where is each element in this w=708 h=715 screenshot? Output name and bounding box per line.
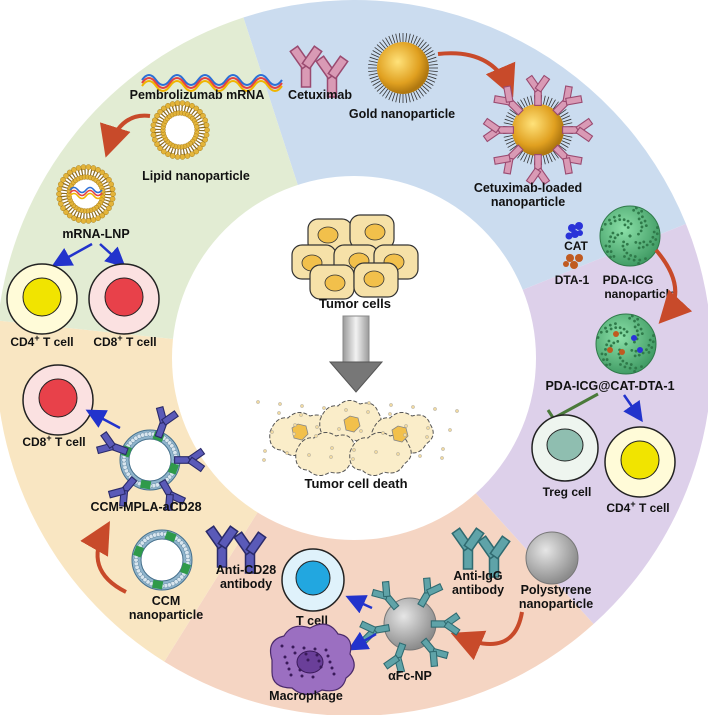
label-cd4-plus: +: [34, 333, 39, 343]
label-dta1: DTA-1: [555, 273, 590, 287]
cetuximab-antibody-icon: [289, 45, 349, 98]
anti-cd28-antibody-icon: [205, 525, 267, 574]
treg-cell-icon: [531, 414, 599, 482]
ccm-nanoparticle-icon: [131, 529, 193, 591]
ccm-mpla-acd28-icon: [96, 406, 206, 511]
cd4-t-cell-icon: [6, 263, 78, 335]
anti-igg-antibody-icon: [451, 527, 511, 578]
label-cd8-t-cell-top: CD8+ T cell: [93, 333, 156, 349]
pda-icg-cat-dta1-icon: [595, 313, 657, 375]
label-tumor-cells: Tumor cells: [319, 296, 391, 311]
label-cd8-t-cell-left: CD8+ T cell: [22, 433, 85, 449]
afc-nanoparticle-icon: [359, 577, 461, 674]
cetuximab-loaded-nanoparticle-icon: [482, 74, 594, 186]
lipid-nanoparticle-icon: [150, 100, 210, 160]
label-ccm-line2: nanoparticle: [129, 608, 203, 622]
label-afc-np: αFc-NP: [388, 669, 432, 683]
cat-enzyme-icon: [565, 222, 583, 240]
label-ccm-line1: CCM: [152, 594, 180, 608]
label-treg-cell: Treg cell: [543, 485, 592, 499]
tumor-cells-icon: [291, 214, 419, 300]
label-cd4r-prefix: CD4: [606, 501, 630, 515]
arrow-pda-to-loaded: [654, 248, 693, 324]
label-anti-igg-line2: antibody: [452, 583, 504, 597]
label-lipid-nanoparticle: Lipid nanoparticle: [142, 169, 250, 183]
cd8-t-cell-icon: [88, 263, 160, 335]
tumor-cell-death-icon: [256, 400, 459, 476]
arrow-lnp-to-cd8: [99, 243, 126, 268]
label-pda-icg-line1: PDA-ICG: [603, 273, 654, 287]
gold-nanoparticle-icon: [368, 33, 438, 103]
label-pda-icg-cat-dta1: PDA-ICG@CAT-DTA-1: [545, 379, 674, 393]
label-cd4-suffix: T cell: [40, 335, 74, 349]
macrophage-icon: [269, 623, 355, 696]
down-arrow-icon: [328, 315, 384, 393]
pda-icg-nanoparticle-icon: [599, 205, 661, 267]
polystyrene-nanoparticle-icon: [525, 531, 579, 585]
label-cetuximab-loaded-line2: nanoparticle: [491, 195, 565, 209]
label-macrophage: Macrophage: [269, 689, 343, 703]
arrow-ccm-to-cd8: [85, 409, 121, 430]
label-anti-igg-line1: Anti-IgG: [453, 569, 502, 583]
arrow-lnp-to-cd4: [51, 242, 93, 267]
label-cd4-prefix: CD4: [10, 335, 34, 349]
arrow-afcnp-to-macrophage: [347, 631, 377, 651]
label-cd8l-plus: +: [46, 433, 51, 443]
mrna-lnp-icon: [56, 164, 116, 224]
label-polystyrene-line1: Polystyrene: [521, 583, 592, 597]
arrow-polystyrene-to-afcnp: [450, 611, 524, 661]
label-cd8-prefix: CD8: [93, 335, 117, 349]
mrna-strand-icon: [141, 74, 283, 92]
label-cd4-t-cell-right: CD4+ T cell: [606, 499, 669, 515]
label-gold-nanoparticle: Gold nanoparticle: [349, 107, 455, 121]
dta1-antibody-icon: [563, 254, 583, 269]
pda-icg-section: CAT DTA-1 PDA-ICG nanoparticle PDA-ICG@C…: [531, 205, 693, 515]
label-cetuximab-loaded-line1: Cetuximab-loaded: [474, 181, 582, 195]
label-cd8l-suffix: T cell: [52, 435, 86, 449]
label-cetuximab: Cetuximab: [288, 88, 352, 102]
label-tumor-cell-death: Tumor cell death: [304, 476, 407, 491]
cetuximab-section: Cetuximab Gold nanoparticle Cetuximab-lo…: [288, 33, 594, 209]
tumor-center: Tumor cells Tumor cell death: [256, 214, 459, 491]
label-anti-cd28-line2: antibody: [220, 577, 272, 591]
label-ccm-mpla-acd28: CCM-MPLA-aCD28: [90, 500, 201, 514]
label-cd4-t-cell-top: CD4+ T cell: [10, 333, 73, 349]
label-pda-icg-line2: nanoparticle: [604, 287, 676, 301]
label-cat: CAT: [564, 239, 588, 253]
label-cd8-plus: +: [117, 333, 122, 343]
label-polystyrene-line2: nanoparticle: [519, 597, 593, 611]
label-pembrolizumab-mrna: Pembrolizumab mRNA: [130, 88, 265, 102]
label-cd8l-prefix: CD8: [22, 435, 46, 449]
arrow-ccm-to-loaded: [80, 521, 127, 594]
label-mrna-lnp: mRNA-LNP: [62, 227, 129, 241]
afc-np-section: Anti-IgG antibody Polystyrene nanopartic…: [269, 527, 593, 703]
arrow-gold-to-loaded: [437, 51, 516, 98]
label-cd4r-plus: +: [630, 499, 635, 509]
arrow-mrna-to-lnp: [99, 113, 151, 158]
t-cell-icon: [281, 548, 345, 612]
mrna-lnp-section: Pembrolizumab mRNA Lipid nanoparticle mR…: [6, 74, 283, 349]
cd4-t-cell-right-icon: [604, 426, 676, 498]
ccm-section: CD8+ T cell CCM-MPLA-aCD28 CCM nanoparti…: [22, 364, 276, 622]
label-cd4r-suffix: T cell: [636, 501, 670, 515]
arrow-to-cd4-right: [622, 394, 643, 423]
label-cd8-suffix: T cell: [123, 335, 157, 349]
label-anti-cd28-line1: Anti-CD28: [216, 563, 276, 577]
cd8-t-cell-left-icon: [22, 364, 94, 436]
arrow-afcnp-to-tcell: [345, 595, 373, 614]
